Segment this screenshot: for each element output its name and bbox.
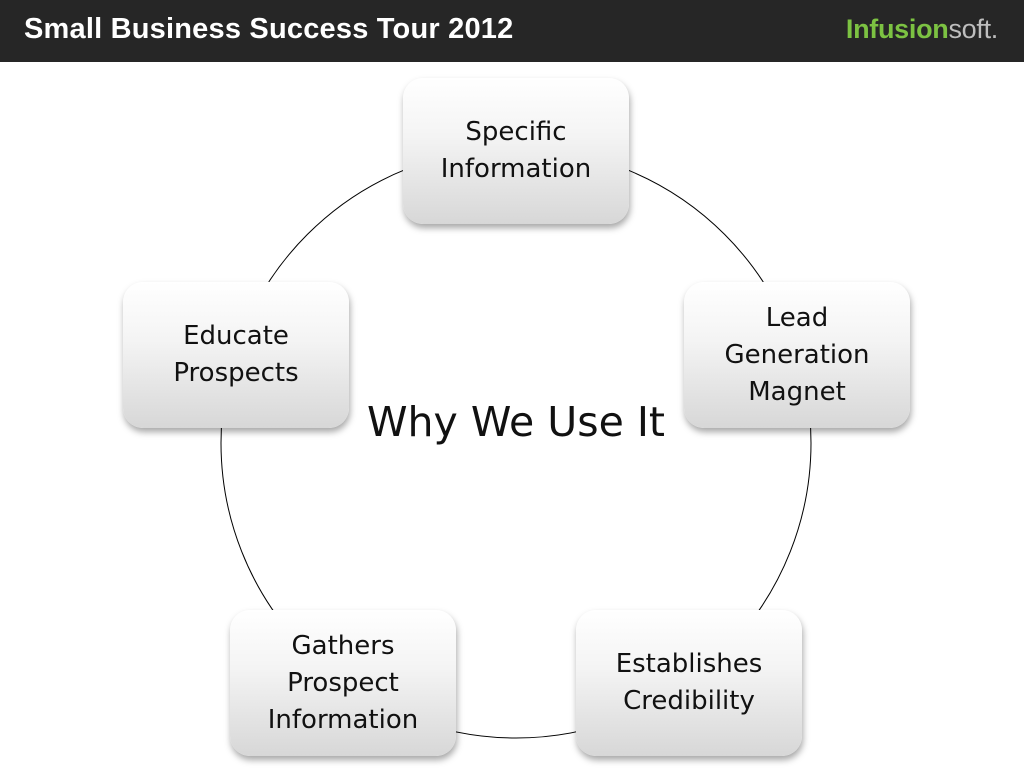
cycle-node-gathers-prospect-information: Gathers Prospect Information	[230, 610, 456, 756]
cycle-node-label: Specific Information	[440, 117, 592, 184]
cycle-node-specific-information: Specific Information	[403, 78, 629, 224]
logo-primary-text: Infusion	[845, 14, 949, 44]
cycle-node-educate-prospects: Educate Prospects	[123, 282, 349, 428]
diagram-center-label: Why We Use It	[366, 398, 666, 446]
slide-title: Small Business Success Tour 2012	[24, 13, 514, 45]
cycle-node-label: Gathers Prospect Information	[267, 630, 419, 735]
header-bar: Small Business Success Tour 2012 Infusio…	[0, 0, 1024, 62]
cycle-node-label: Establishes Credibility	[615, 649, 763, 716]
cycle-node-label: Lead Generation Magnet	[724, 302, 870, 407]
infusionsoft-logo: Infusionsoft.	[846, 14, 998, 45]
cycle-node-lead-generation-magnet: Lead Generation Magnet	[684, 282, 910, 428]
cycle-node-label: Educate Prospects	[173, 321, 299, 388]
logo-secondary-text: soft.	[948, 14, 998, 44]
cycle-node-establishes-credibility: Establishes Credibility	[576, 610, 802, 756]
